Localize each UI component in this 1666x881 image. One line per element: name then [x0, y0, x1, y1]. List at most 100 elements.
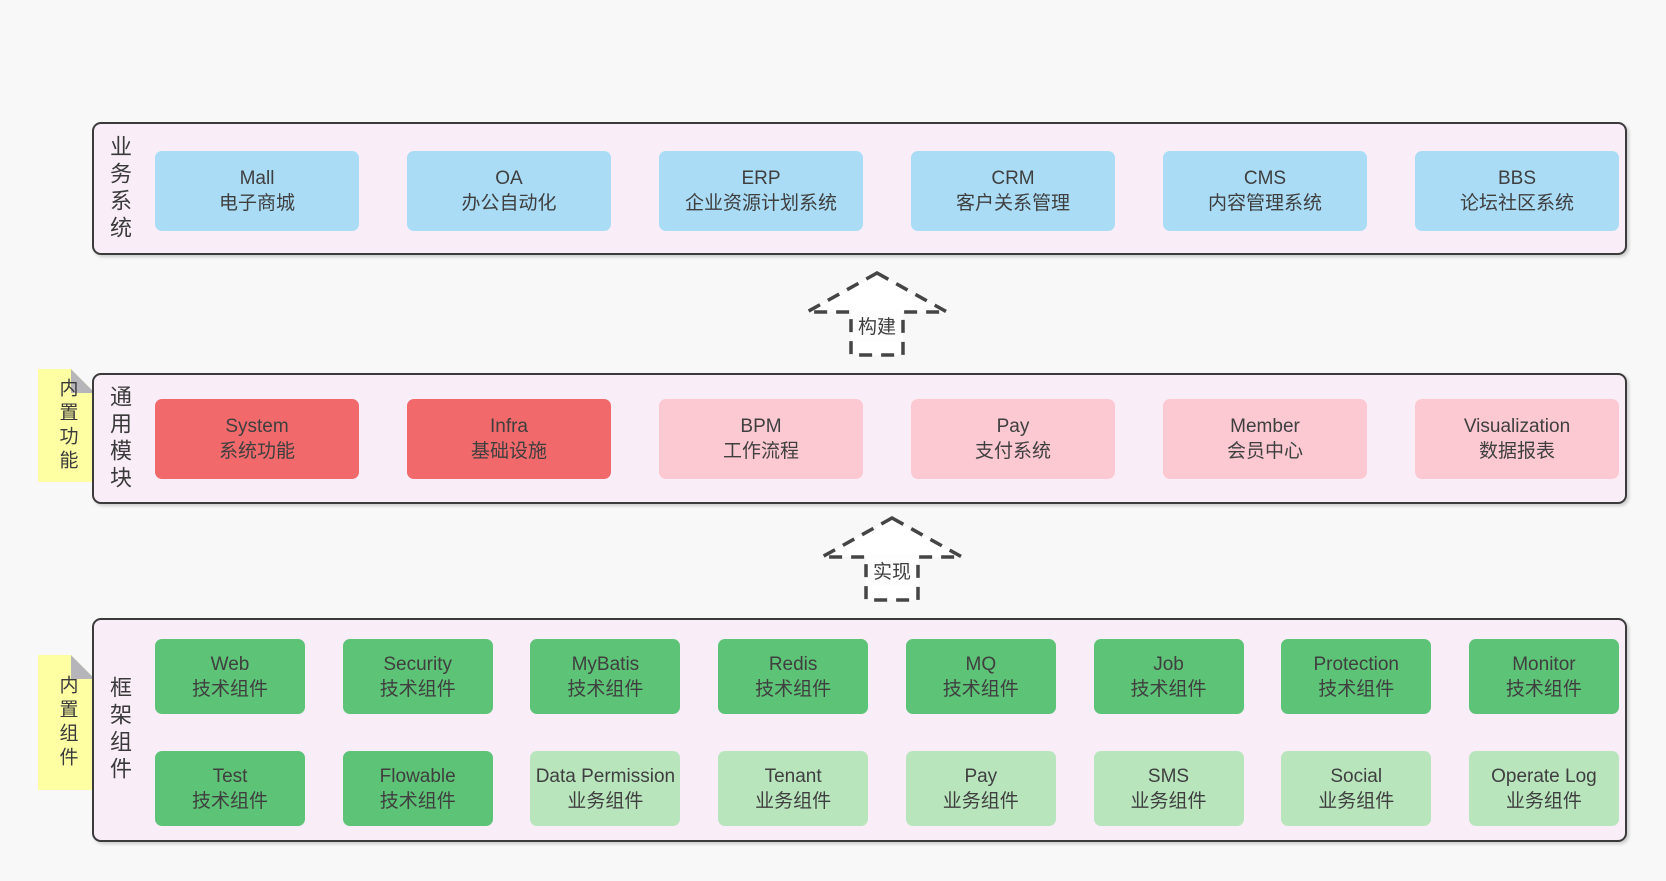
box-title: Tenant	[764, 765, 822, 787]
box-mybatis: MyBatis 技术组件	[530, 639, 681, 714]
box-title: Operate Log	[1491, 765, 1597, 787]
box-subtitle: 业务组件	[755, 790, 832, 812]
box-title: Data Permission	[535, 765, 676, 787]
box-job: Job 技术组件	[1093, 639, 1244, 714]
box-protection: Protection 技术组件	[1281, 639, 1432, 714]
box-subtitle: 客户关系管理	[955, 193, 1070, 214]
box-pay: Pay 业务组件	[905, 751, 1056, 826]
box-title: Security	[383, 653, 453, 675]
box-title: Protection	[1313, 653, 1399, 675]
box-title: Pay	[964, 765, 998, 787]
box-subtitle: 支付系统	[974, 441, 1051, 462]
box-security: Security 技术组件	[342, 639, 493, 714]
box-subtitle: 数据报表	[1478, 441, 1555, 462]
box-sms: SMS 业务组件	[1093, 751, 1244, 826]
box-subtitle: 技术组件	[942, 678, 1019, 700]
arrow-label-implement: 实现	[867, 555, 917, 586]
box-mq: MQ 技术组件	[905, 639, 1056, 714]
box-subtitle: 技术组件	[379, 678, 456, 700]
box-data-permission: Data Permission 业务组件	[530, 751, 681, 826]
box-subtitle: 技术组件	[567, 678, 644, 700]
box-cms: CMS 内容管理系统	[1163, 151, 1367, 231]
box-title: Mall	[239, 168, 275, 189]
box-subtitle: 基础设施	[470, 441, 547, 462]
box-pay: Pay 支付系统	[911, 399, 1115, 479]
box-title: Pay	[996, 416, 1030, 437]
box-monitor: Monitor 技术组件	[1468, 639, 1619, 714]
box-title: MyBatis	[571, 653, 640, 675]
box-subtitle: 业务组件	[567, 790, 644, 812]
box-subtitle: 技术组件	[1318, 678, 1395, 700]
box-title: Test	[212, 765, 248, 787]
box-subtitle: 业务组件	[1505, 790, 1582, 812]
dashed-up-arrow-build: 构建	[800, 270, 954, 358]
box-subtitle: 业务组件	[1318, 790, 1395, 812]
box-title: Monitor	[1512, 653, 1576, 675]
box-title: CMS	[1243, 168, 1287, 189]
box-tenant: Tenant 业务组件	[718, 751, 869, 826]
box-title: ERP	[741, 168, 781, 189]
box-subtitle: 业务组件	[1130, 790, 1207, 812]
box-crm: CRM 客户关系管理	[911, 151, 1115, 231]
box-subtitle: 会员中心	[1226, 441, 1303, 462]
box-title: Web	[210, 653, 250, 675]
box-subtitle: 论坛社区系统	[1459, 193, 1574, 214]
box-operate-log: Operate Log 业务组件	[1468, 751, 1619, 826]
box-redis: Redis 技术组件	[718, 639, 869, 714]
box-bpm: BPM 工作流程	[659, 399, 863, 479]
box-subtitle: 技术组件	[1130, 678, 1207, 700]
layer-label-business-systems: 业务系统	[107, 134, 132, 243]
box-flowable: Flowable 技术组件	[342, 751, 493, 826]
box-subtitle: 业务组件	[942, 790, 1019, 812]
sticky-note-label: 内置功能	[56, 377, 78, 474]
box-title: MQ	[965, 653, 997, 675]
box-social: Social 业务组件	[1281, 751, 1432, 826]
arrow-label-build: 构建	[852, 310, 902, 341]
box-subtitle: 工作流程	[722, 441, 799, 462]
box-test: Test 技术组件	[155, 751, 305, 826]
box-title: Visualization	[1463, 416, 1571, 437]
box-title: SMS	[1147, 765, 1190, 787]
box-subtitle: 电子商城	[218, 193, 295, 214]
box-title: Infra	[489, 416, 529, 437]
box-subtitle: 技术组件	[191, 790, 268, 812]
box-subtitle: 技术组件	[1505, 678, 1582, 700]
box-subtitle: 技术组件	[191, 678, 268, 700]
box-title: BBS	[1497, 168, 1537, 189]
box-mall: Mall 电子商城	[155, 151, 359, 231]
dashed-up-arrow-implement: 实现	[815, 515, 969, 603]
box-subtitle: 技术组件	[379, 790, 456, 812]
box-member: Member 会员中心	[1163, 399, 1367, 479]
box-title: Job	[1153, 653, 1184, 675]
box-title: Member	[1230, 416, 1300, 437]
sticky-note-builtin-features: 内置功能	[38, 369, 95, 482]
box-subtitle: 技术组件	[755, 678, 832, 700]
box-erp: ERP 企业资源计划系统	[659, 151, 863, 231]
box-title: Redis	[768, 653, 818, 675]
box-visualization: Visualization 数据报表	[1415, 399, 1619, 479]
sticky-note-label: 内置组件	[56, 674, 78, 771]
layer-label-framework-components: 框架组件	[107, 676, 132, 784]
box-web: Web 技术组件	[155, 639, 305, 714]
box-title: System	[225, 416, 289, 437]
box-title: Social	[1330, 765, 1383, 787]
box-subtitle: 内容管理系统	[1207, 193, 1322, 214]
box-bbs: BBS 论坛社区系统	[1415, 151, 1619, 231]
box-title: BPM	[740, 416, 782, 437]
box-subtitle: 企业资源计划系统	[684, 193, 837, 214]
layer-label-common-modules: 通用模块	[107, 384, 132, 493]
sticky-note-builtin-components: 内置组件	[38, 655, 95, 790]
box-title: Flowable	[379, 765, 456, 787]
box-title: CRM	[991, 168, 1035, 189]
box-subtitle: 办公自动化	[461, 193, 557, 214]
